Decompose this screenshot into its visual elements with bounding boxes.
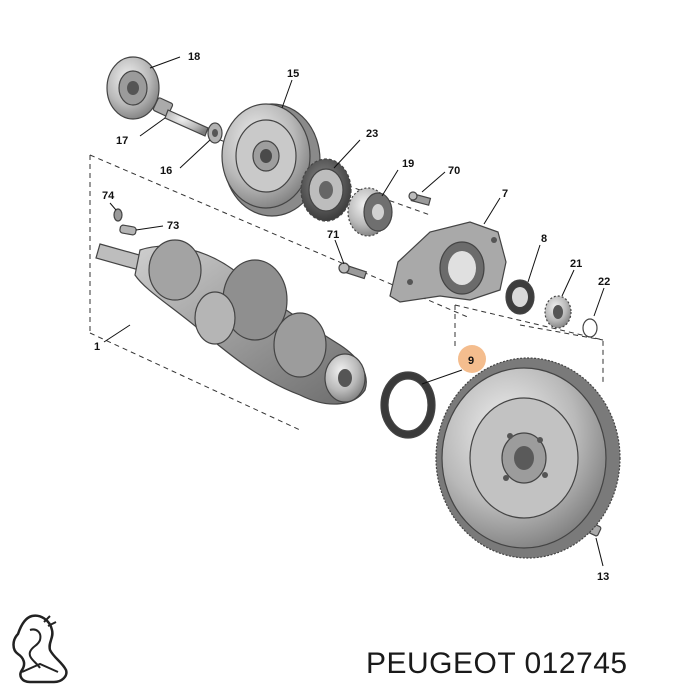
part-1-crankshaft [95,239,367,405]
callout-73: 73 [167,220,179,232]
part-8-seal-ring [505,279,535,315]
callout-18: 18 [188,51,200,63]
part-7-seal-housing [389,221,507,303]
callout-1: 1 [94,341,100,353]
callout-21: 21 [570,258,582,270]
part-15-crank-pulley [221,103,321,217]
callout-7: 7 [502,188,508,200]
callout-19: 19 [402,158,414,170]
callout-15: 15 [287,68,299,80]
part-16-washer [207,122,223,144]
peugeot-lion-icon [12,614,68,684]
part-18-hub [106,56,160,120]
part-19-sprocket [347,187,393,237]
callout-70: 70 [448,165,460,177]
callout-22: 22 [598,276,610,288]
callout-16: 16 [160,165,172,177]
highlight-marker [458,345,486,373]
brand-part-number: PEUGEOT 012745 [366,647,628,680]
part-9-rear-seal [380,371,436,439]
callout-9: 9 [468,355,474,367]
part-74-pin [113,208,123,222]
callout-17: 17 [116,135,128,147]
callout-8: 8 [541,233,547,245]
callout-71: 71 [327,229,339,241]
callout-23: 23 [366,128,378,140]
callout-74: 74 [102,190,115,202]
part-17-bolt [152,97,209,137]
callout-13: 13 [597,571,609,583]
part-23-target-wheel [300,158,352,222]
part-73-pin [119,224,137,236]
leader-lines [103,56,605,567]
part-22-o-ring [582,318,598,338]
part-21-sprocket [544,295,572,329]
part-70-bolt [408,191,432,206]
part-71-bolt [338,262,368,280]
flywheel [435,357,621,559]
callout-labels: 18 17 16 15 23 19 70 7 8 21 22 71 74 73 … [94,51,610,583]
